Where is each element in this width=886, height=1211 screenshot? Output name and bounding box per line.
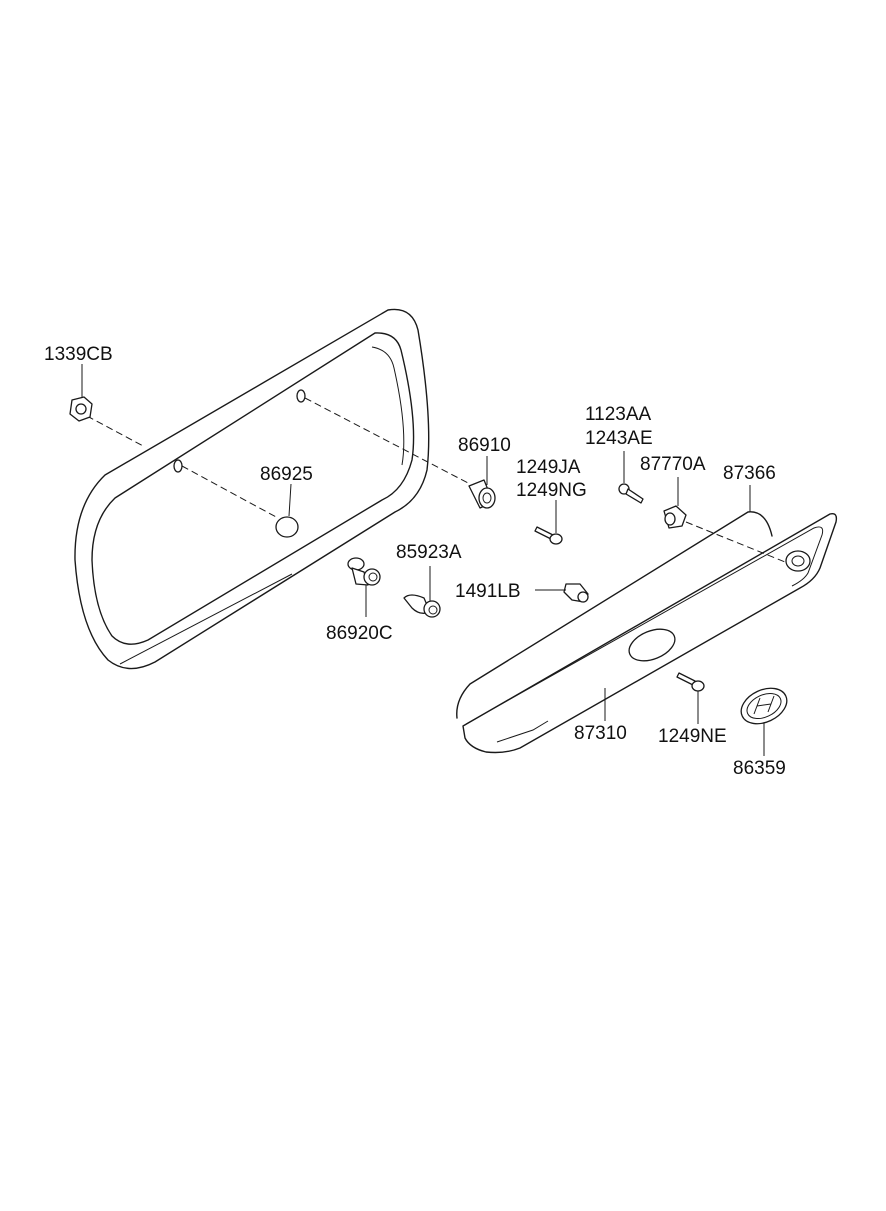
assembly-line-86910 — [304, 397, 471, 485]
label-1243ae: 1243AE — [585, 428, 653, 449]
plug-86925 — [275, 516, 299, 538]
pin-85923a — [403, 594, 441, 618]
label-1249ne: 1249NE — [658, 726, 727, 747]
label-87770a: 87770A — [640, 454, 706, 475]
assembly-line-1339cb — [86, 415, 146, 448]
garnish-frame-panel — [74, 308, 430, 670]
label-1249ng: 1249NG — [516, 480, 587, 501]
label-86910: 86910 — [458, 435, 511, 456]
screw-1249ne — [676, 672, 705, 692]
clip-nut-1339cb — [69, 396, 93, 422]
emblem-86359 — [740, 687, 788, 725]
label-87310: 87310 — [574, 723, 627, 744]
grommet-86910 — [468, 479, 496, 509]
assembly-line-87770a — [685, 521, 791, 565]
label-1339cb: 1339CB — [44, 344, 113, 365]
clip-1491lb — [563, 583, 589, 603]
leader-86925 — [288, 483, 292, 517]
assembly-line-86925 — [181, 465, 279, 519]
label-1491lb: 1491LB — [455, 581, 521, 602]
label-86359: 86359 — [733, 758, 786, 779]
screw-1123aa — [618, 483, 644, 504]
garnish-bar-87310 — [462, 512, 838, 754]
label-86920c: 86920C — [326, 623, 393, 644]
label-85923a: 85923A — [396, 542, 462, 563]
moulding-87366 — [456, 511, 773, 719]
screw-1249ja — [534, 526, 563, 545]
fastener-86920c — [347, 557, 381, 586]
label-87366: 87366 — [723, 463, 776, 484]
label-1249ja: 1249JA — [516, 457, 581, 478]
label-1123aa: 1123AA — [585, 404, 652, 425]
clip-87770a — [663, 505, 687, 529]
label-86925: 86925 — [260, 464, 313, 485]
